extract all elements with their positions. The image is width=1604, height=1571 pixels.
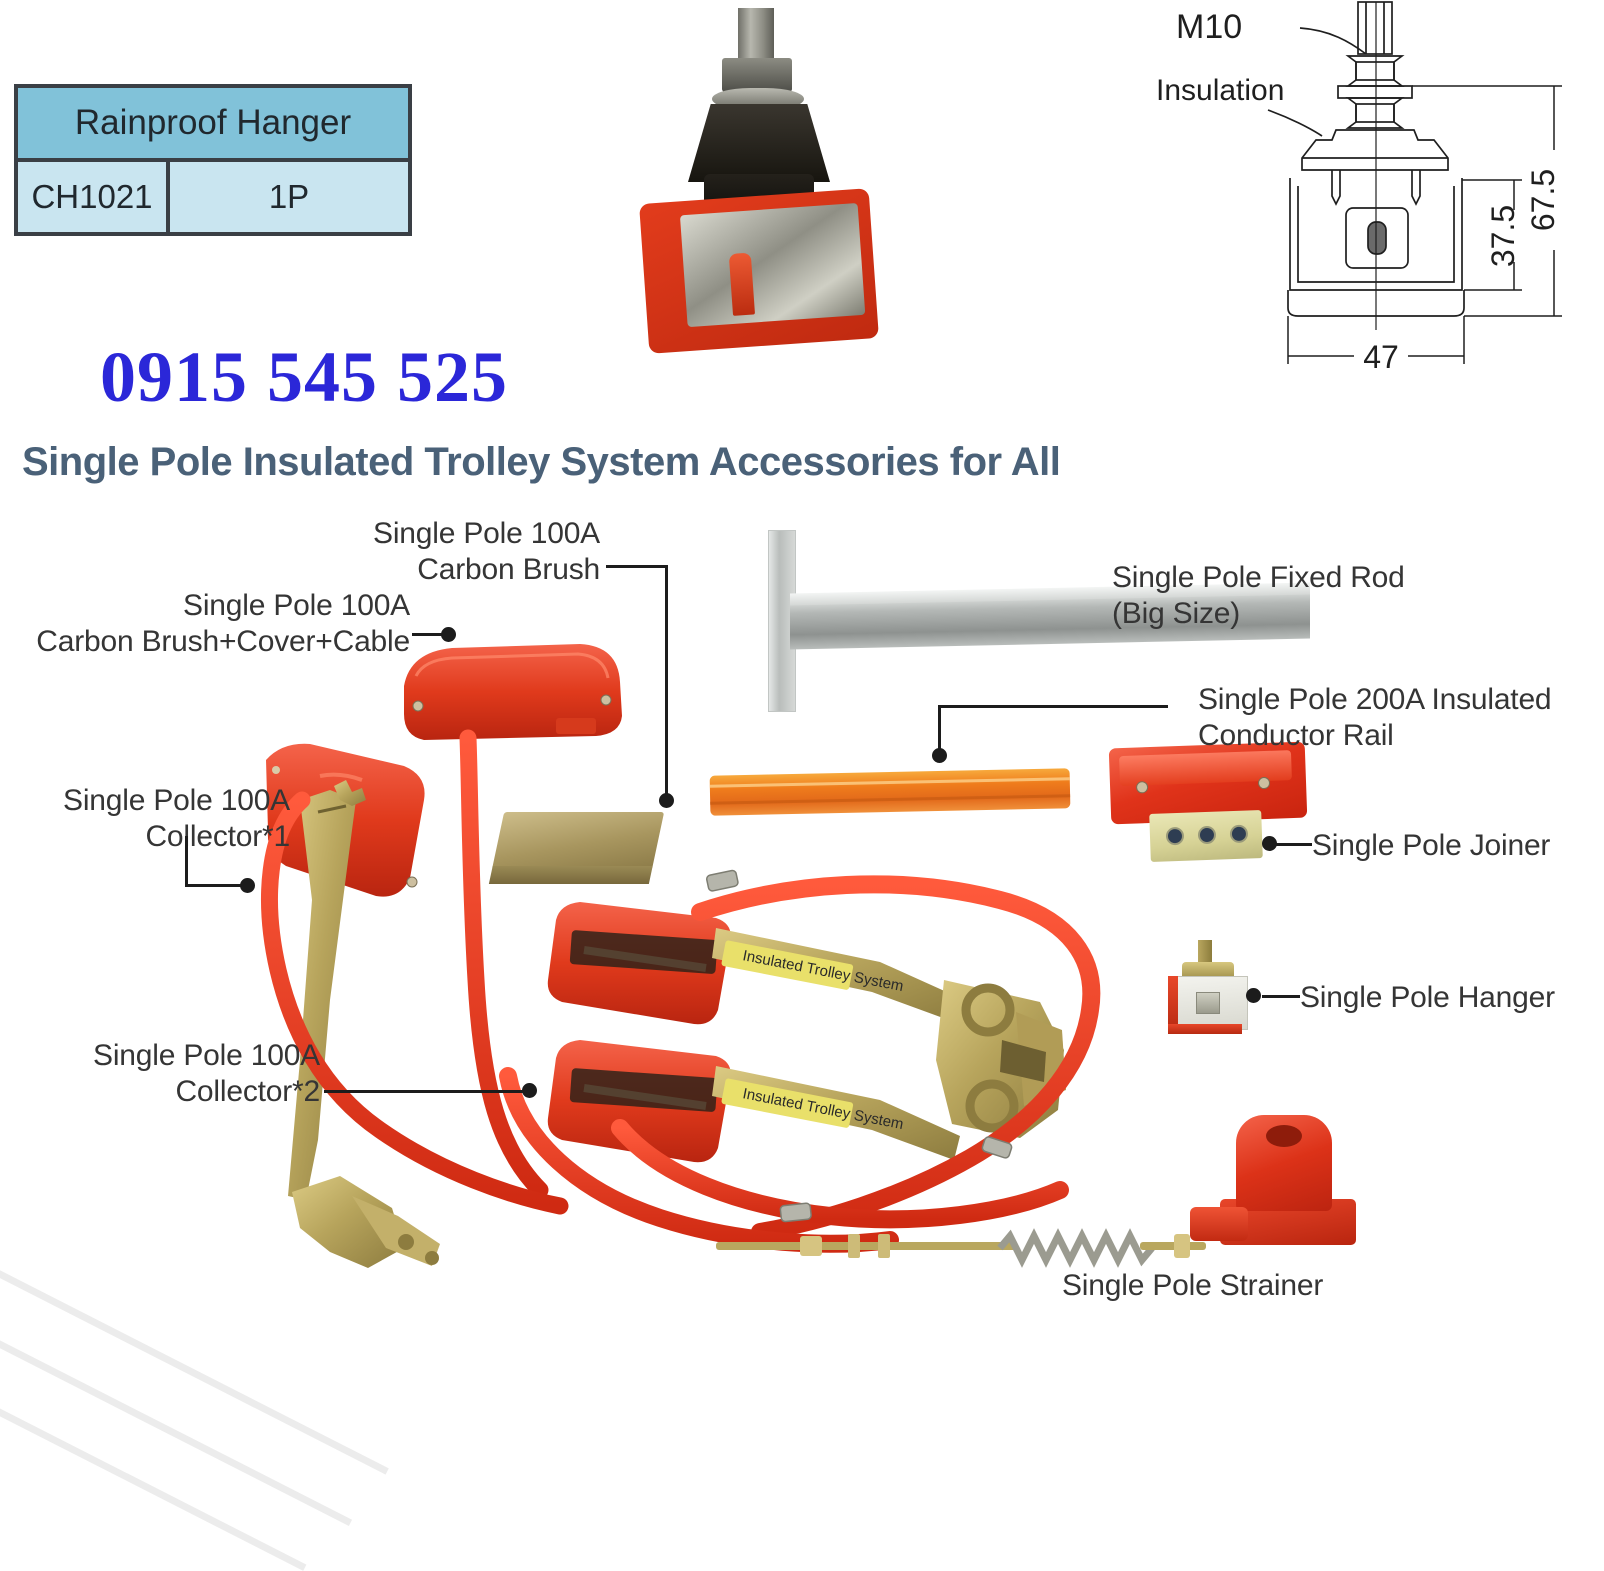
spec-table-header-label: Rainproof Hanger	[74, 103, 352, 142]
cable-lug	[705, 869, 1013, 1223]
technical-drawing: M10 Insulation 67.5 37.5 47	[1150, 0, 1562, 380]
callout-joiner: Single Pole Joiner	[1312, 829, 1551, 862]
insulation-cap	[688, 104, 830, 182]
hanger-center-tab	[728, 252, 756, 316]
callout-fixed-rod: Single Pole Fixed Rod(Big Size)	[1112, 561, 1405, 630]
joiner-hole	[1165, 826, 1185, 846]
leader-dot	[1262, 836, 1277, 851]
thread-label: M10	[1176, 8, 1242, 46]
callout-strainer: Single Pole Strainer	[1062, 1269, 1324, 1302]
collector-1-photo	[266, 743, 440, 1268]
insulation-label: Insulation	[1156, 74, 1284, 107]
hanger-red-bottom	[1168, 1024, 1242, 1034]
spec-table: Rainproof Hanger CH1021 1P	[14, 84, 412, 236]
spec-code-value: CH1021	[31, 178, 153, 215]
carbon-brush-pad-photo	[488, 812, 665, 884]
spec-poles-cell: 1P	[170, 162, 408, 232]
leader-line	[1276, 843, 1312, 846]
dim-width: 47	[1363, 339, 1399, 375]
hex-nut	[722, 58, 792, 92]
hanger-red-left	[1168, 976, 1178, 1032]
leader-line	[938, 705, 1168, 708]
carbon-brush-pad-side	[488, 866, 653, 884]
strainer-neck	[1190, 1207, 1248, 1241]
joiner-hole	[1229, 824, 1249, 844]
leader-line	[324, 1090, 526, 1093]
carbon-brush-cover-photo	[404, 644, 622, 740]
single-pole-strainer-photo	[1190, 1115, 1370, 1260]
leader-line	[185, 836, 188, 886]
leader-dot	[522, 1083, 537, 1098]
cover-cable	[459, 729, 549, 1199]
single-pole-hanger-photo	[1168, 940, 1250, 1040]
hanger-stud	[1198, 940, 1212, 966]
page-title: Single Pole Insulated Trolley System Acc…	[22, 440, 1061, 484]
leader-line	[665, 565, 668, 798]
main-cable-loop-2	[611, 1119, 1069, 1229]
leader-dot	[1246, 988, 1261, 1003]
callout-hanger: Single Pole Hanger	[1300, 981, 1555, 1014]
main-cable-loop-3	[499, 1067, 899, 1253]
collector-2-photo: Insulated Trolley System Insulated Troll…	[547, 902, 1066, 1163]
table-row: CH1021 1P	[18, 162, 408, 232]
joiner-hole	[1197, 825, 1217, 845]
leader-line	[1262, 995, 1300, 998]
leader-dot	[441, 627, 456, 642]
spec-poles-value: 1P	[268, 178, 310, 215]
hanger-clamp-top	[1182, 962, 1234, 980]
bolt-thread	[738, 8, 774, 64]
screw-icon	[1135, 781, 1149, 794]
leader-line	[938, 705, 941, 753]
screw-icon	[1257, 776, 1271, 790]
collector-arm-brand-label: Insulated Trolley System	[741, 947, 905, 995]
orange-conductor-bar-photo	[709, 768, 1071, 816]
leader-line	[185, 884, 247, 887]
leader-dot	[659, 793, 674, 808]
leader-dot	[932, 748, 947, 763]
dim-lower-height: 37.5	[1485, 205, 1521, 267]
strainer-spring	[997, 1228, 1155, 1268]
rail-shadow	[710, 794, 1071, 805]
leader-dot	[240, 878, 255, 893]
technical-drawing-svg: M10 Insulation 67.5 37.5 47	[1156, 1, 1562, 375]
single-pole-joiner-photo	[1149, 810, 1263, 862]
leader-line	[412, 633, 446, 636]
strainer-rod-assembly	[716, 1228, 1206, 1268]
hanger-body	[639, 188, 879, 354]
spec-table-header: Rainproof Hanger	[18, 88, 408, 162]
single-pole-fixed-rod-photo	[760, 530, 1320, 712]
phone-number: 0915 545 525	[100, 337, 508, 417]
main-cable-loop-1	[691, 875, 1101, 1241]
rainproof-hanger-photo	[630, 6, 890, 354]
strainer-hole	[1266, 1125, 1302, 1147]
rail-highlight	[709, 777, 1070, 788]
dim-total-height: 67.5	[1525, 169, 1561, 231]
hanger-metal-channel	[679, 202, 866, 328]
leader-line	[606, 565, 668, 568]
collector-arm-brand-label: Insulated Trolley System	[741, 1085, 905, 1133]
hanger-center-clip	[1196, 992, 1220, 1014]
spec-code-cell: CH1021	[18, 162, 170, 232]
